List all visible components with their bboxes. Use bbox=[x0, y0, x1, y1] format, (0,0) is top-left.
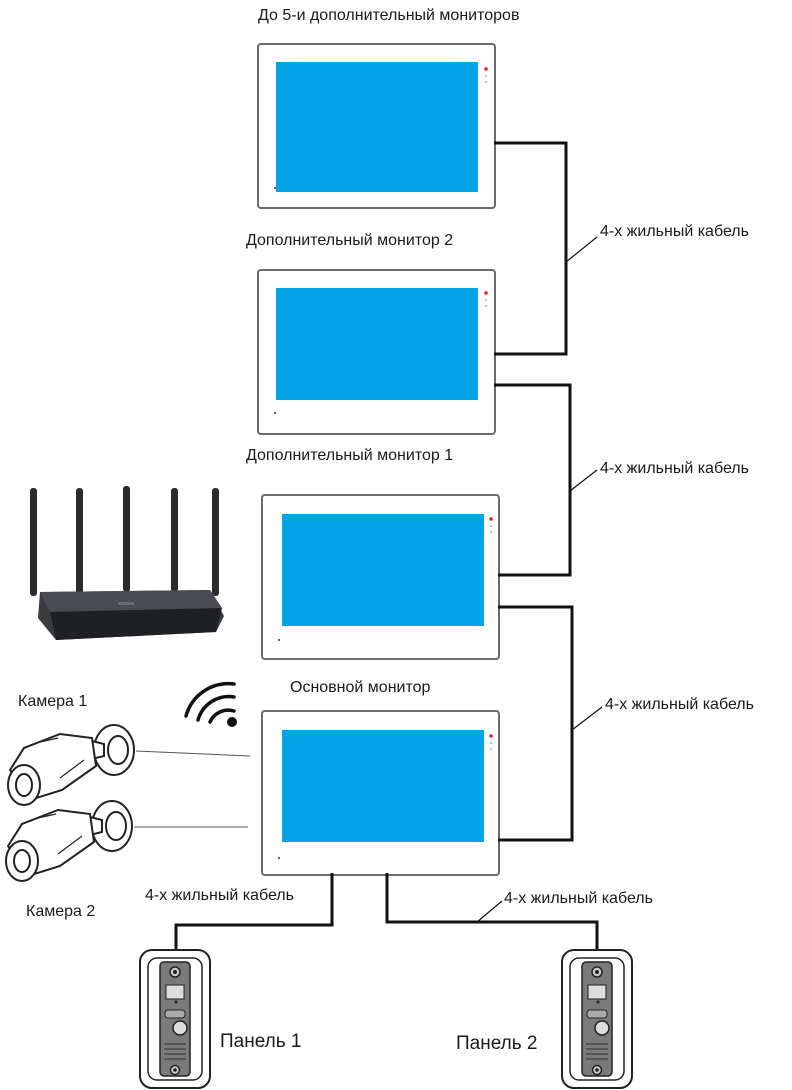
cable-label-4: 4-х жильный кабель bbox=[145, 887, 294, 904]
panel-1-label: Панель 1 bbox=[220, 1031, 302, 1052]
cable-main-panel1 bbox=[174, 873, 334, 950]
cable-label-1: 4-х жильный кабель bbox=[600, 223, 749, 240]
camera-2-label: Камера 2 bbox=[26, 903, 96, 920]
router-icon bbox=[30, 486, 224, 640]
camera-icon bbox=[5, 800, 133, 882]
wifi-icon bbox=[184, 681, 237, 727]
extra-monitor-1-label: Дополнительный монитор 1 bbox=[246, 447, 454, 464]
extra-monitor-1 bbox=[261, 494, 500, 660]
cable-monitor2-monitor1 bbox=[494, 383, 572, 577]
cable-label-3: 4-х жильный кабель bbox=[605, 696, 754, 713]
cable-main-panel2 bbox=[385, 873, 599, 950]
extra-monitor-2-label: Дополнительный монитор 2 bbox=[246, 232, 454, 249]
door-panel-icon bbox=[561, 949, 633, 1089]
door-panel-icon bbox=[139, 949, 211, 1089]
panel-2-label: Панель 2 bbox=[456, 1033, 538, 1054]
panel-cables bbox=[174, 873, 599, 950]
cable-monitor1-main bbox=[498, 605, 574, 842]
cable-leader-lines bbox=[476, 236, 603, 923]
camera-wires bbox=[134, 750, 251, 828]
monitor-chain-cables bbox=[494, 141, 574, 842]
cable-label-5: 4-х жильный кабель bbox=[504, 890, 653, 907]
extra-monitor-5 bbox=[257, 43, 496, 209]
cable-monitor5-monitor2 bbox=[494, 141, 568, 356]
extra-monitor-2 bbox=[257, 269, 496, 435]
camera-1-label: Камера 1 bbox=[18, 693, 88, 710]
cable-label-2: 4-х жильный кабель bbox=[600, 460, 749, 477]
main-monitor bbox=[261, 710, 500, 876]
main-monitor-label: Основной монитор bbox=[290, 679, 431, 696]
camera-icon bbox=[7, 724, 135, 806]
top-title-label: До 5-и дополнительный мониторов bbox=[258, 7, 520, 24]
